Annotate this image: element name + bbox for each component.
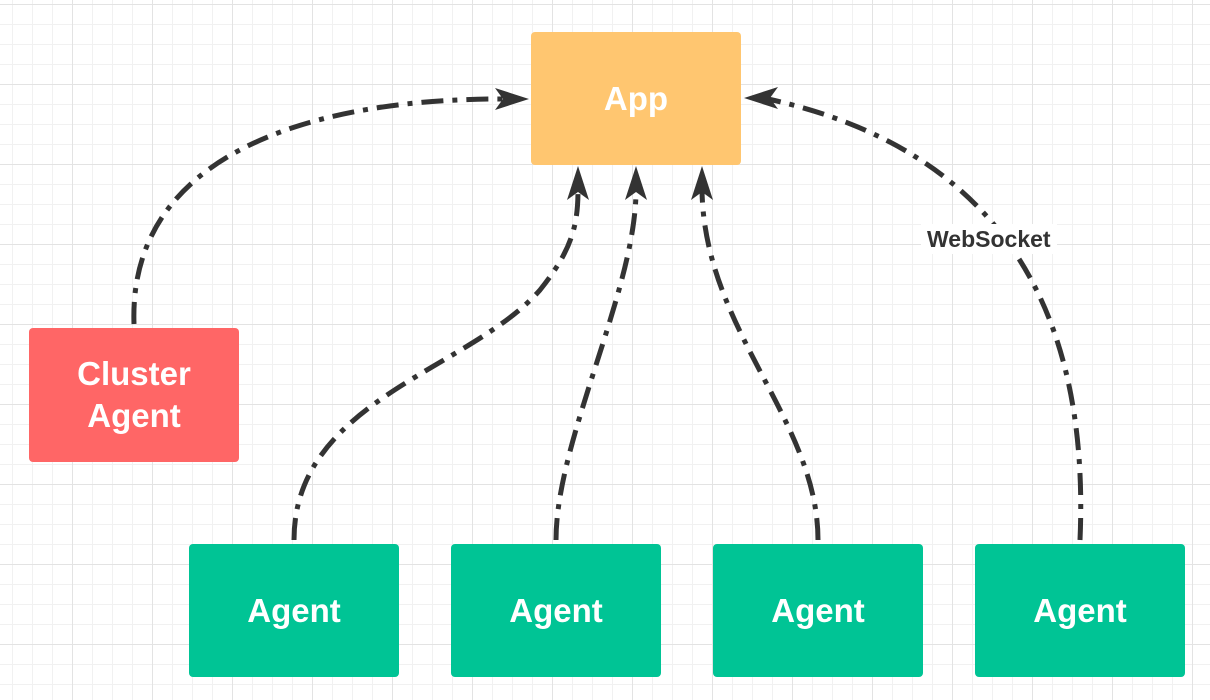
edge-agent-3-to-app xyxy=(699,189,821,541)
arrowhead-agent-3-to-app xyxy=(691,166,713,200)
edge-agent-1-to-app xyxy=(291,189,581,541)
edge-cluster-agent-to-app xyxy=(131,96,506,325)
arrowhead-agent-2-to-app xyxy=(625,166,647,200)
arrowhead-agent-1-to-app xyxy=(567,166,589,200)
agent-node-3[interactable]: Agent xyxy=(713,544,923,677)
edge-label-websocket: WebSocket xyxy=(921,224,1057,254)
arrowhead-agent-4-to-app xyxy=(744,87,778,109)
edge-agent-4-to-app xyxy=(767,96,1084,541)
agent-node-2[interactable]: Agent xyxy=(451,544,661,677)
app-node[interactable]: App xyxy=(531,32,741,165)
agent-node-4[interactable]: Agent xyxy=(975,544,1185,677)
agent-node-1[interactable]: Agent xyxy=(189,544,399,677)
arrowhead-cluster-agent-to-app xyxy=(495,88,529,110)
edge-agent-2-to-app xyxy=(553,189,639,541)
cluster-agent-node[interactable]: Cluster Agent xyxy=(29,328,239,462)
